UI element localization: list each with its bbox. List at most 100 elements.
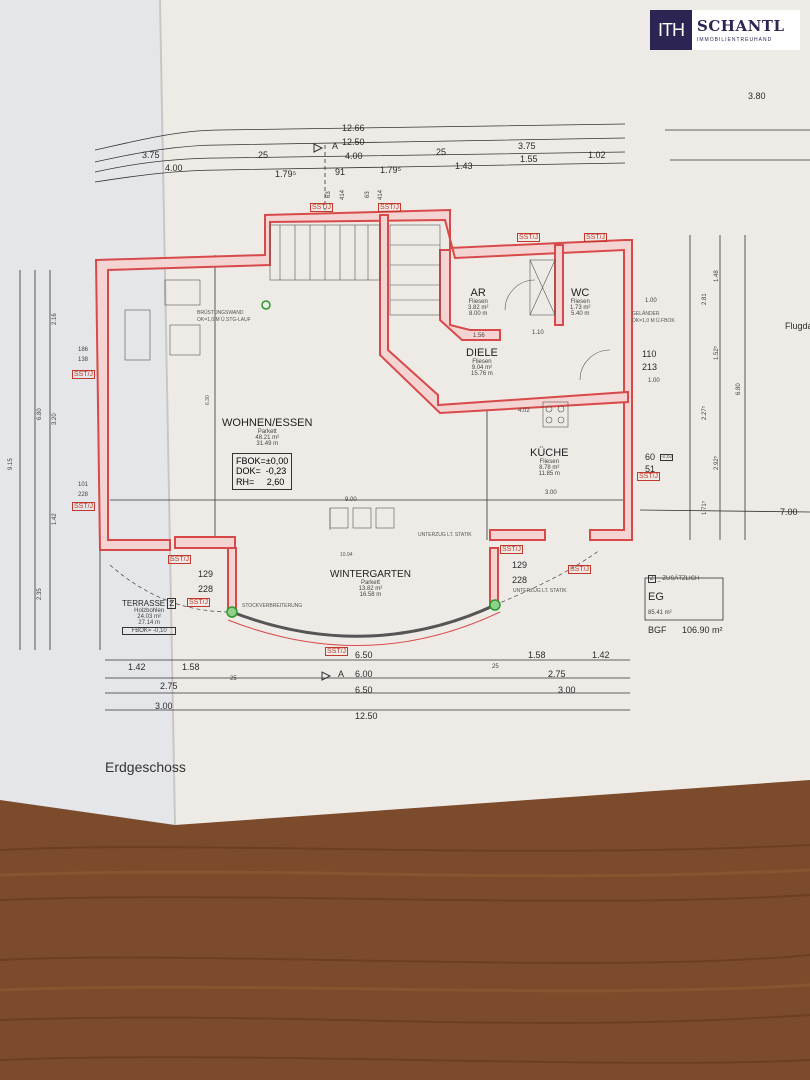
room-floor: Holzbohlen (134, 608, 165, 614)
dim: 186 (78, 347, 89, 353)
dim: 2.27⁵ (702, 405, 708, 420)
dim: 3.75 (142, 150, 160, 160)
dim: 228 (78, 492, 89, 498)
neighbor-label: Flugda (785, 321, 810, 331)
dim: 6.50 (355, 685, 373, 695)
dim: 213 (642, 362, 658, 372)
dim: 1.10 (532, 330, 544, 336)
dim: 4.00 (345, 151, 363, 161)
sst-label: SST/J (187, 598, 211, 607)
room-area: 24.03 m² (137, 614, 161, 620)
sst-label: SST/J (584, 233, 608, 242)
room-area: 3.82 m² (468, 305, 489, 311)
room-perimeter: 27.14 m (138, 620, 160, 626)
sst-label: SST/J (72, 370, 96, 379)
room-area: 13.82 m² (358, 586, 383, 592)
dim: 414 (378, 189, 384, 200)
room-ar: AR Fliesen 3.82 m² 8.00 m (468, 287, 489, 318)
room-wc: WC Fliesen 1.73 m² 5.40 m (570, 287, 591, 318)
dim: 63 (326, 191, 332, 198)
room-floor: Fliesen (472, 359, 492, 365)
dim: 4.00 (165, 163, 183, 173)
room-name: WOHNEN/ESSEN (222, 417, 313, 429)
legend-bgf: 106.90 m² (682, 625, 723, 635)
parapet-height: OK=1,0 M Ü.STG-LAUF (197, 317, 251, 323)
sst-label: SST/J (378, 203, 402, 212)
legend-tag-label: _ ZUSÄTZLICH (657, 576, 700, 582)
dim: 1.48 (714, 270, 720, 282)
section-marker-bottom: A (338, 669, 345, 679)
dim: 25 (492, 664, 499, 670)
legend-tag-box: Z (648, 575, 656, 583)
room-perimeter: 5.40 m (571, 311, 590, 317)
dim: 1.71⁵ (702, 500, 708, 515)
dim: 25 (230, 676, 237, 682)
dim: 60 (645, 452, 656, 462)
dim: 110 (642, 349, 657, 359)
room-wintergarten: WINTERGARTEN Parkett 13.82 m² 16.58 m (330, 569, 411, 599)
dim: 91 (335, 167, 346, 177)
dim: 3.00 (545, 490, 557, 496)
legend-bgf-label: BGF (648, 625, 667, 635)
fbok: FBOK=±0,00 (236, 456, 289, 466)
dim: 129 (512, 560, 528, 570)
logo-mark: ITH (650, 10, 692, 50)
room-name: DIELE (466, 347, 498, 359)
room-perimeter: 31.49 m (256, 441, 279, 447)
plan-title: Erdgeschoss (105, 759, 186, 775)
dim: 3.20 (52, 413, 58, 425)
dim: 3.00 (155, 701, 173, 711)
room-floor: Fliesen (539, 459, 559, 465)
room-terrasse: TERRASSE Z Holzbohlen 24.03 m² 27.14 m F… (122, 598, 177, 635)
legend-tag: Z _ ZUSÄTZLICH (648, 575, 700, 583)
sst-label: SST/J (310, 203, 334, 212)
dim: 101 (78, 482, 89, 488)
room-floor: Parkett (360, 580, 380, 586)
room-name: WINTERGARTEN (330, 569, 411, 580)
room-area: 1.73 m² (570, 305, 591, 311)
room-area: 48.21 m² (255, 435, 280, 441)
room-perimeter: 15.76 m (471, 371, 493, 377)
dim: 1.00 (648, 378, 660, 384)
sst-label: SST/J (168, 555, 192, 564)
room-kueche: KÜCHE Fliesen 8.78 m² 11.85 m (530, 447, 569, 478)
dim: 1.58 (528, 650, 546, 660)
dim: 3.00 (558, 685, 576, 695)
dim: 1.55 (520, 154, 538, 164)
dim: 6.50 (355, 650, 373, 660)
dim: 129 (198, 569, 214, 579)
additional-tag: Z (167, 598, 177, 609)
logo-subtitle: IMMOBILIENTREUHAND (697, 37, 773, 43)
room-height: RH= 2,60 (236, 476, 285, 487)
dok: DOK= -0,23 (236, 466, 287, 477)
dim: 2.35 (37, 588, 43, 600)
dim: 9.00 (345, 497, 357, 503)
dim: 1.43 (455, 161, 473, 171)
dim: 10.94 (340, 552, 353, 558)
dim: 2.75 (160, 681, 178, 691)
room-perimeter: 11.85 m (538, 471, 560, 477)
logo-name: SCHANTL (697, 17, 785, 35)
dim: 12.50 (355, 711, 378, 721)
dim: 3.80 (748, 91, 766, 101)
dim: 1.52⁵ (714, 345, 720, 360)
dim: 1.02 (588, 150, 606, 160)
dim: 63 (365, 191, 371, 198)
room-name: KÜCHE (530, 447, 569, 459)
room-name: AR (470, 287, 486, 299)
dim: 1.42 (592, 650, 610, 660)
room-name: TERRASSE (122, 599, 166, 608)
dim: 228 (198, 584, 214, 594)
dim: 1.79⁵ (275, 169, 297, 179)
dim: 138 (78, 357, 89, 363)
dim: 1.58 (182, 662, 200, 672)
beam-note: UNTERZUG LT. STATIK (513, 588, 567, 594)
terrace-level: FBOK= -0,10 (122, 627, 177, 635)
schantl-logo: ITH SCHANTL IMMOBILIENTREUHAND (650, 10, 800, 50)
dim: 2.81 (702, 293, 708, 305)
room-floor: Fliesen (570, 299, 590, 305)
section-marker-top: A (332, 141, 339, 151)
room-name: WC (571, 287, 590, 299)
dim: 7.00 (780, 507, 798, 517)
